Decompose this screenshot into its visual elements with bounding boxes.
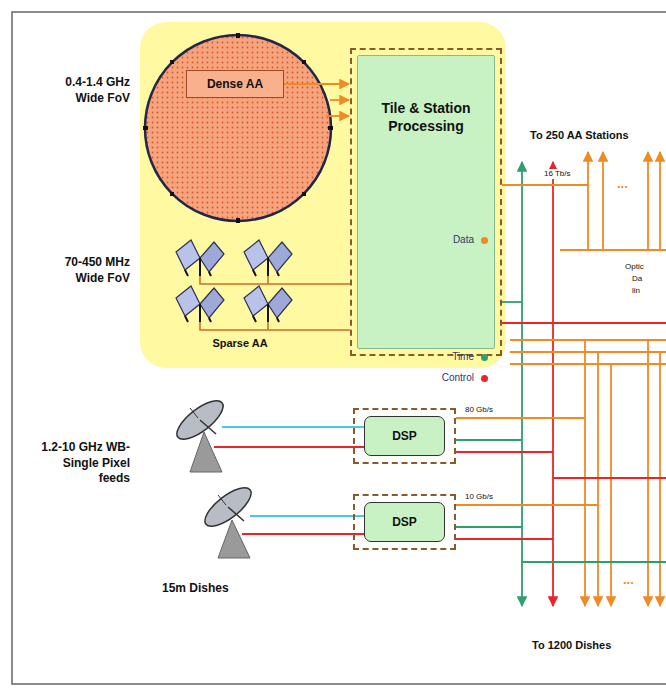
data-rate: 10 Gb/s — [464, 492, 494, 502]
port-dot — [481, 237, 488, 244]
dish-antennas — [171, 394, 366, 558]
processing-box: Tile & Station ProcessingDataTimeControl — [350, 48, 502, 356]
destination-label: To 250 AA Stations — [530, 128, 662, 142]
processing-fill: Tile & Station ProcessingDataTimeControl — [357, 55, 495, 349]
dsp-box: DSP — [353, 494, 456, 550]
dsp-fill: DSP — [364, 416, 445, 456]
box-label: Dense AA — [207, 77, 263, 91]
port-dot — [481, 354, 488, 361]
port-label: Data — [453, 234, 474, 245]
data-rate: 16 Tb/s — [543, 169, 572, 179]
dsp-box: DSP — [353, 408, 456, 464]
ellipsis: ... — [616, 176, 629, 193]
array-label: Sparse AA — [195, 336, 285, 350]
destination-label: To 1200 Dishes — [532, 638, 662, 652]
array-box: Dense AA — [186, 70, 284, 98]
data-rate: 80 Gb/s — [464, 405, 494, 415]
port-dot — [481, 375, 488, 382]
aa-station-panel — [140, 22, 506, 368]
dense-aa-array — [143, 33, 333, 223]
box-label: DSP — [392, 515, 417, 529]
link-note: Optic — [624, 262, 645, 272]
box-label: DSP — [392, 429, 417, 443]
outer-frame — [12, 12, 666, 684]
link-note: lin — [631, 286, 641, 296]
dish-label: 15m Dishes — [162, 581, 272, 597]
band-label: 1.2-10 GHz WB-Single Pixel feeds — [38, 440, 130, 487]
port-label: Time — [452, 351, 474, 362]
link-note: Da — [631, 274, 643, 284]
band-label: 0.4-1.4 GHz Wide FoV — [38, 75, 130, 106]
ellipsis: ... — [622, 572, 635, 589]
band-label: 70-450 MHz Wide FoV — [38, 255, 130, 286]
sparse-aa-antennas — [176, 240, 350, 330]
block-title: Tile & Station Processing — [378, 100, 474, 135]
feed-arrow — [284, 83, 349, 85]
port-label: Control — [442, 372, 474, 383]
dsp-fill: DSP — [364, 502, 445, 542]
dense-aa-feeds — [326, 100, 349, 116]
